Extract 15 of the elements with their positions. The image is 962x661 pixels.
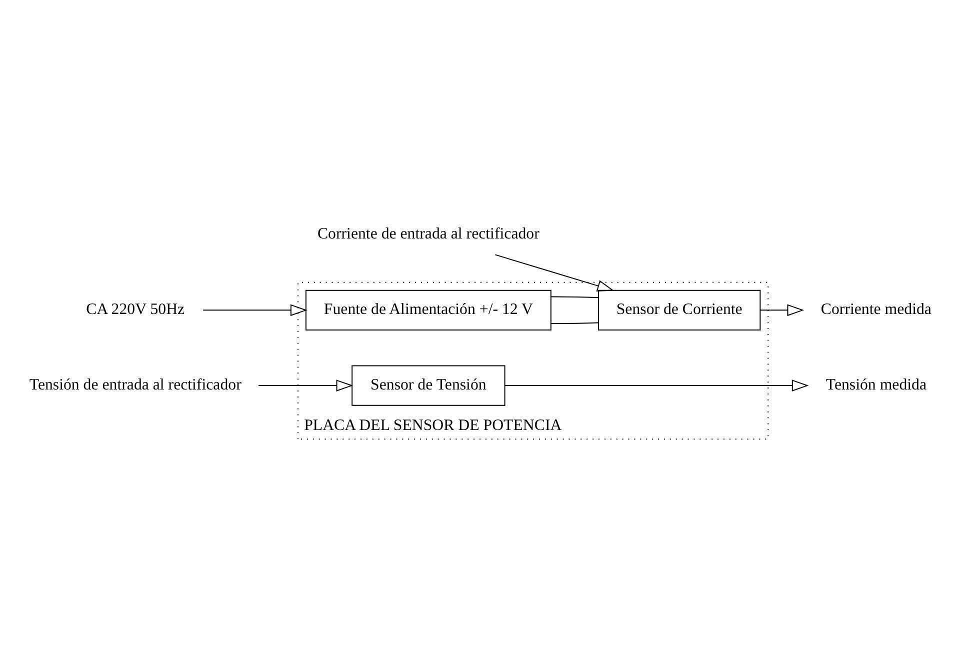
node-text: Tensión de entrada al rectificador	[29, 376, 242, 393]
node-text: Tensión medida	[826, 376, 927, 393]
arrow	[504, 379, 809, 391]
node-box: Sensor de Corriente	[598, 289, 761, 330]
node-box: Sensor de Tensión	[352, 364, 506, 406]
node-text: Corriente medida	[820, 300, 932, 318]
node-text: CA 220V 50Hz	[86, 300, 185, 318]
arrow	[494, 254, 614, 291]
arrow	[202, 304, 308, 316]
connector	[550, 322, 599, 324]
node-text: Corriente de entrada al rectificador	[317, 225, 540, 242]
connector	[550, 296, 599, 298]
node-box: Fuente de Alimentación +/- 12 V	[305, 289, 552, 330]
arrow	[760, 304, 804, 316]
arrow	[258, 379, 354, 391]
